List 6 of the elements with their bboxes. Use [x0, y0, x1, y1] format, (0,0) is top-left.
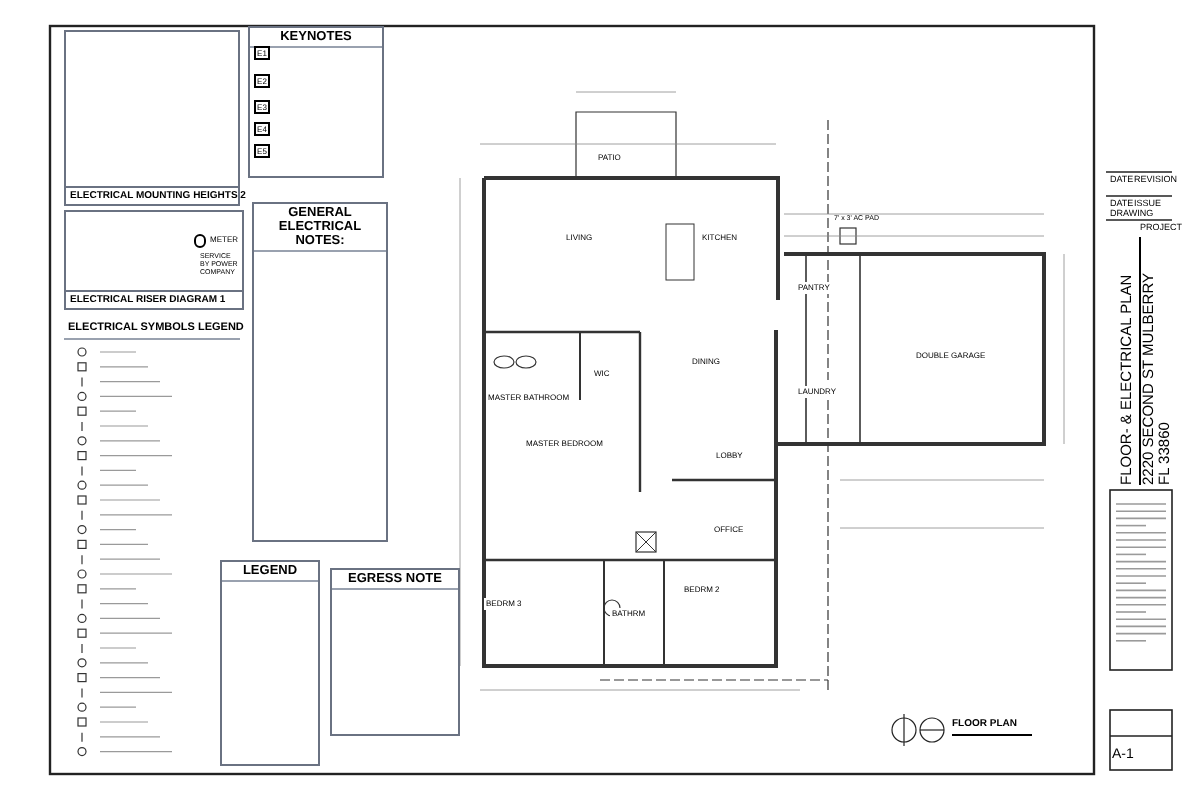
notes-panel: [64, 210, 244, 310]
notes-panel: [330, 568, 460, 736]
notes-panel: [252, 202, 388, 542]
notes-panel: [64, 30, 240, 206]
notes-panel: [248, 26, 384, 178]
notes-panel: [220, 560, 320, 766]
